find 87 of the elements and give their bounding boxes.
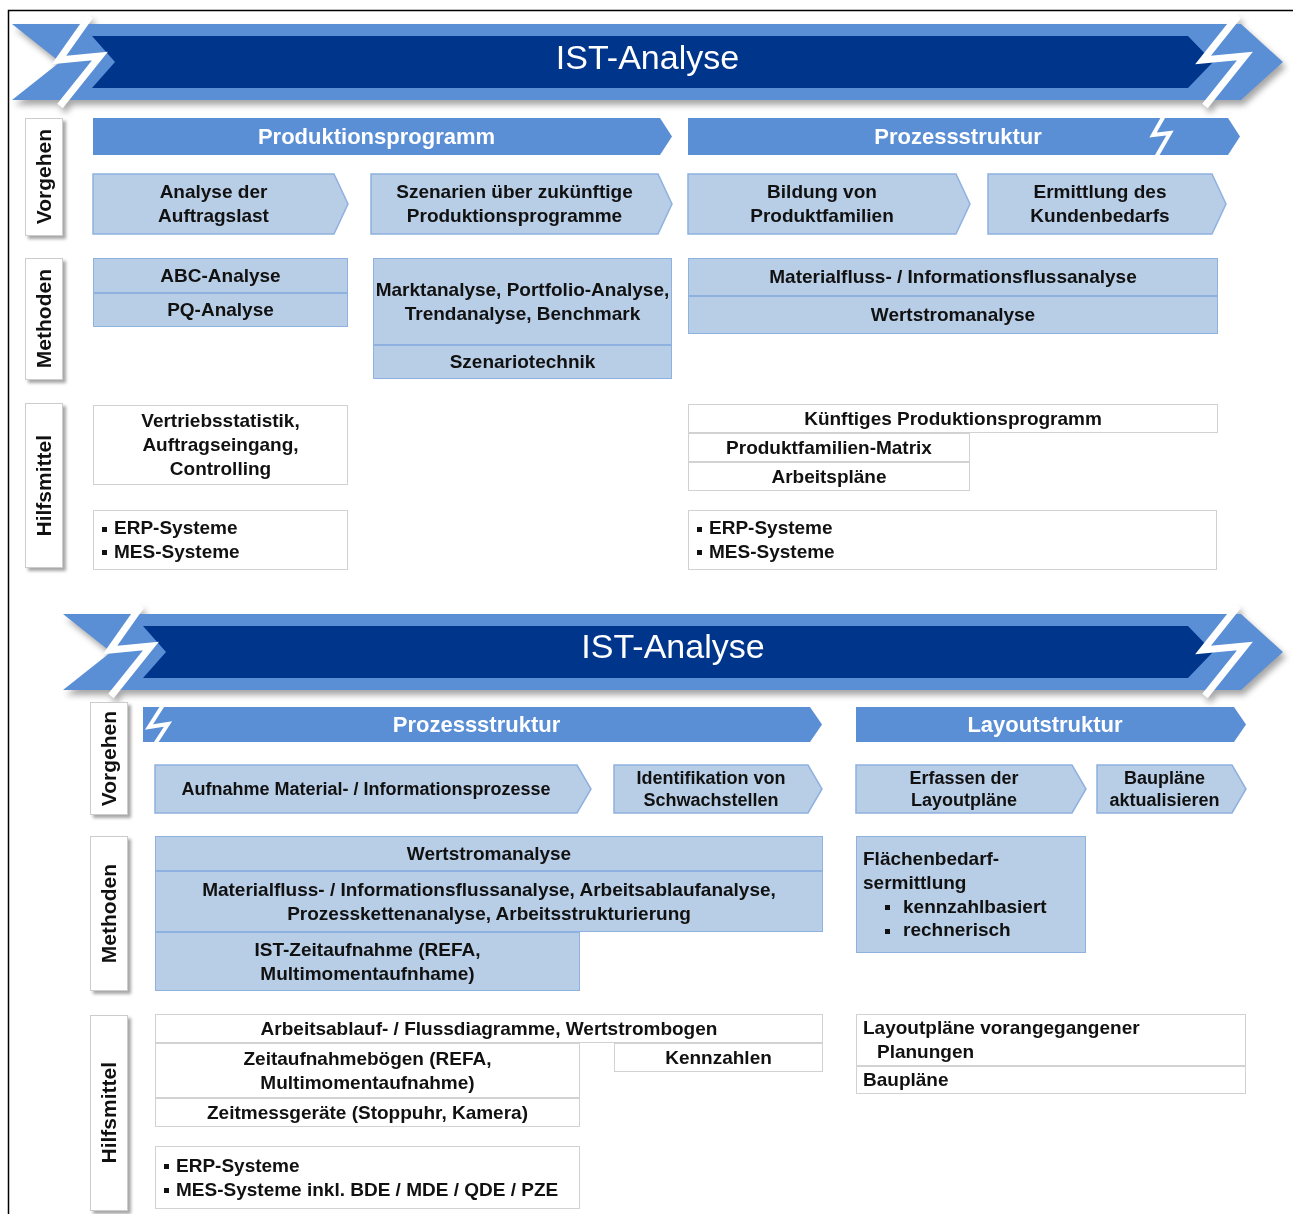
process-step (988, 174, 1226, 234)
box-label: Produktionsprogramm (257, 122, 496, 151)
bullet-item: ERP-Systeme (100, 516, 238, 540)
tool-box (93, 510, 348, 570)
method-box (93, 258, 348, 293)
box-label: Aufnahme Material- / Informationsprozesse (181, 777, 551, 801)
box-label: Vertriebsstatistik, Auftragseingang, Controlling (140, 409, 301, 481)
box-label: Bildung von Produktfamilien (749, 180, 895, 228)
section-header (856, 707, 1246, 742)
box-label: Wertstromanalyse (870, 303, 1036, 327)
box-label: ABC-Analyse (160, 263, 281, 288)
box-label: Materialfluss- / Informationsflussanalyse (769, 265, 1137, 289)
bullet-item: kennzahlbasiert (863, 894, 1047, 919)
method-box (856, 836, 1086, 953)
tool-box (155, 1014, 823, 1043)
bullet-item: ERP-Systeme (162, 1153, 300, 1178)
tool-box (688, 510, 1217, 570)
tool-box (93, 405, 348, 485)
tool-box (688, 462, 970, 491)
method-box (155, 932, 580, 991)
box-label: IST-Analyse (581, 625, 765, 667)
tool-box (856, 1066, 1246, 1094)
row-label-box (90, 1015, 128, 1211)
box-label: Layoutstruktur (967, 710, 1123, 739)
box-label: Analyse der Auftragslast (157, 180, 270, 228)
box-label: Arbeitsablauf- / Flussdiagramme, Wertstrombogen (260, 1016, 718, 1041)
section-header (143, 707, 822, 742)
method-box (688, 296, 1218, 334)
box-label: Szenariotechnik (449, 350, 596, 374)
box-label: Layoutpläne vorangegangener Planungen (863, 1016, 1141, 1064)
box-label: Baupläne (863, 1068, 949, 1092)
box-label: PQ-Analyse (167, 298, 274, 322)
process-step (688, 174, 970, 234)
row-label: Methoden (95, 863, 121, 964)
box-label: Prozessstruktur (874, 122, 1042, 151)
row-label-box (25, 118, 63, 236)
method-box (373, 258, 672, 345)
row-label-box (90, 702, 128, 815)
process-step (155, 765, 591, 813)
bullet-item: ERP-Systeme (695, 516, 833, 540)
box-label: Materialfluss- / Informationsflussanalyse, Arbeitsablaufanalyse, Prozesskettenanalyse, Arbeitsstrukturierung (201, 877, 777, 926)
tool-box (614, 1043, 823, 1072)
box-label: Wertstromanalyse (406, 841, 572, 866)
box-label: Kennzahlen (665, 1045, 772, 1070)
bullet-item: rechnerisch (863, 918, 1011, 942)
box-label: Ermittlung des Kundenbedarfs (1029, 180, 1171, 228)
box-label: Prozessstruktur (392, 710, 561, 739)
process-step (856, 765, 1086, 813)
process-step (371, 174, 672, 234)
box-label: Produktfamilien-Matrix (726, 435, 932, 460)
box-label: Erfassen der Layoutpläne (908, 766, 1020, 812)
row-label: Methoden (30, 269, 56, 369)
tool-box (155, 1146, 580, 1209)
bullet-item: MES-Systeme (695, 540, 835, 564)
box-label: Zeitaufnahmebögen (REFA, Multimomentaufnahme) (242, 1046, 493, 1095)
bullet-item: MES-Systeme (100, 540, 240, 564)
method-box (155, 836, 823, 871)
box-label: Identifikation von Schwachstellen (635, 766, 787, 812)
row-label: Vorgehen (95, 710, 121, 807)
process-step (1097, 765, 1246, 813)
method-box (688, 258, 1218, 296)
method-box (373, 345, 672, 379)
process-step (93, 174, 348, 234)
box-label: Arbeitspläne (771, 464, 887, 489)
tool-box (155, 1098, 580, 1127)
box-label: Baupläne aktualisieren (1108, 766, 1221, 812)
box-label: Marktanalyse, Portfolio-Analyse, Trendanalyse, Benchmark (374, 277, 671, 326)
row-label-box (25, 403, 63, 568)
row-label-box (25, 258, 63, 380)
row-label: Hilfsmittel (95, 1062, 121, 1164)
method-box (93, 293, 348, 327)
row-label-box (90, 836, 128, 991)
box-label: IST-Zeitaufnahme (REFA, Multimomentaufnhame) (253, 937, 482, 986)
method-box (155, 871, 823, 932)
tool-box (688, 433, 970, 462)
section-header (93, 118, 672, 155)
process-step (614, 765, 822, 813)
box-label: IST-Analyse (555, 36, 740, 78)
box-label: Künftiges Produktionsprogramm (804, 406, 1102, 431)
box-label: Zeitmessgeräte (Stoppuhr, Kamera) (207, 1100, 528, 1125)
row-label: Hilfsmittel (30, 434, 56, 537)
row-label: Vorgehen (30, 129, 56, 225)
tool-box (155, 1043, 580, 1098)
tool-box (856, 1014, 1246, 1066)
box-label: Szenarien über zukünftige Produktionsprogramme (395, 180, 634, 228)
bullet-item: MES-Systeme inkl. BDE / MDE / QDE / PZE (162, 1177, 559, 1202)
tool-box (688, 404, 1218, 433)
